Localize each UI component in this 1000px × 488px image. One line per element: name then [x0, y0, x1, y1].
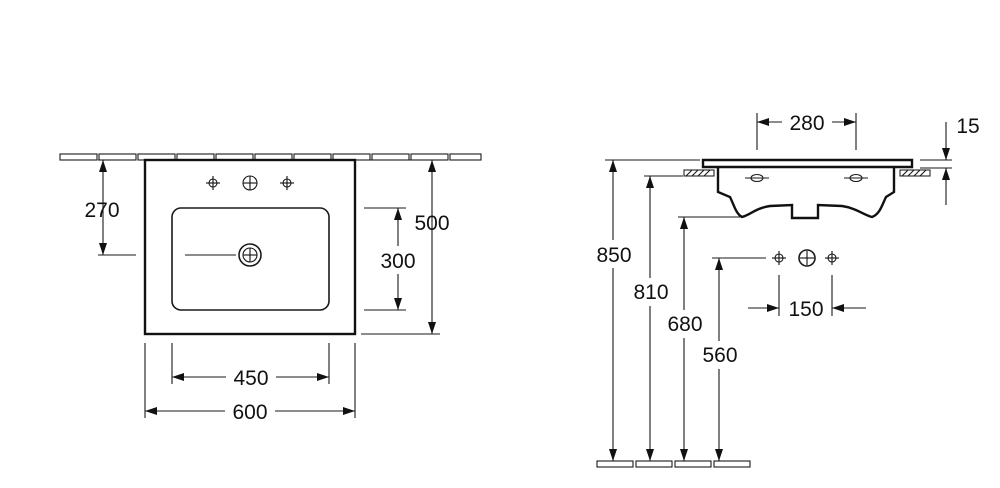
wall-tiles-front [59, 153, 482, 161]
dim-270: 270 [84, 159, 136, 256]
basin-rim [701, 158, 914, 169]
dim-label-600: 600 [232, 401, 267, 424]
dim-label-300: 300 [380, 250, 415, 273]
dim-850: 850 [591, 159, 700, 461]
dim-label-270: 270 [84, 199, 119, 222]
dim-label-15: 15 [956, 115, 979, 138]
dim-450: 450 [171, 343, 330, 390]
dim-600: 600 [144, 343, 356, 424]
counter-hatch [683, 169, 931, 177]
dim-label-150: 150 [788, 298, 823, 321]
tap-hole-marks [205, 175, 295, 191]
dim-label-680: 680 [667, 313, 702, 336]
dim-label-500: 500 [414, 212, 449, 235]
dim-280: 280 [756, 110, 857, 150]
dim-label-810: 810 [633, 281, 668, 304]
dim-label-560: 560 [702, 344, 737, 367]
floor-tiles [596, 460, 751, 468]
drain-icon [185, 243, 262, 267]
dim-label-280: 280 [789, 112, 824, 135]
dim-500: 500 [361, 159, 450, 335]
dim-15: 15 [920, 115, 980, 205]
dim-label-850: 850 [596, 244, 631, 267]
side-view: 280 15 850 [591, 110, 980, 468]
bowl-outline [171, 207, 330, 311]
tap-hole-side [745, 173, 868, 183]
tap-holes-rear [771, 249, 840, 267]
basin-outline [143, 158, 357, 336]
dim-810: 810 [628, 175, 683, 461]
dim-label-450: 450 [233, 367, 268, 390]
dim-560: 560 [698, 257, 766, 461]
front-view: 270 500 300 450 [59, 153, 482, 424]
dim-150: 150 [748, 275, 866, 321]
dim-680: 680 [662, 216, 740, 461]
dim-300: 300 [364, 207, 420, 311]
basin-body-section [716, 167, 896, 220]
